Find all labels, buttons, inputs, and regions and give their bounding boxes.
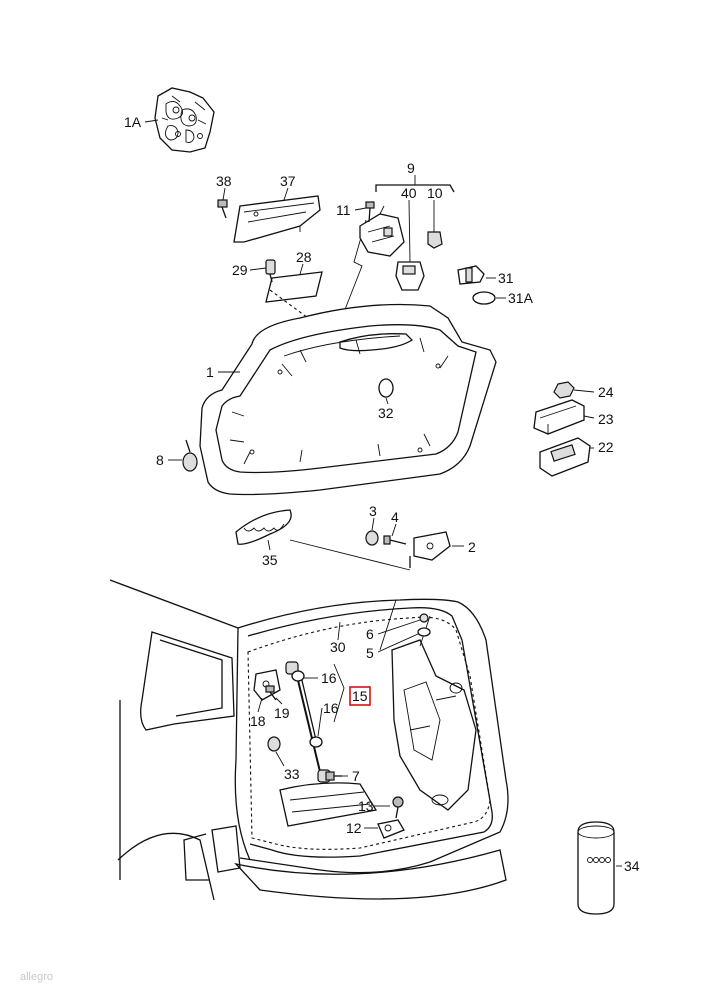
part-31-switch [457,265,485,285]
part-38-screw [217,199,228,219]
label-24: 24 [598,384,614,400]
label-12: 12 [346,820,362,836]
part-8-ball-stud [182,439,198,472]
label-1: 1 [206,364,214,380]
label-11: 11 [336,202,351,218]
label-8: 8 [156,452,164,468]
label-29: 29 [232,262,248,278]
part-10-fastener [427,231,443,249]
part-24-nut [553,381,575,399]
part-6-nut [419,613,429,623]
label-5: 5 [366,645,374,661]
part-1-tailgate [199,303,497,496]
label-31A: 31A [508,290,534,306]
part-32-plug [378,378,394,398]
label-4: 4 [391,509,399,525]
part-37-trim-cover [233,195,321,243]
label-18: 18 [250,713,266,729]
label-38: 38 [216,173,232,189]
connector-11-lid [343,219,367,313]
label-2: 2 [468,539,476,555]
part-19-screw [265,685,277,701]
label-3: 3 [369,503,377,519]
part-9-lock-group [359,184,455,257]
label-1A: 1A [124,114,142,130]
part-18-bracket [253,669,281,701]
part-28-label [265,271,323,303]
part-34-spray-can [577,821,615,915]
leader-lines [144,119,622,867]
part-16-clip-upper [291,670,305,682]
label-19: 19 [274,705,290,721]
label-6: 6 [366,626,374,642]
part-2-hinge [409,531,451,568]
label-16-lower: 16 [323,700,339,716]
part-23-switch [533,399,585,435]
label-31: 31 [498,270,514,286]
label-37: 37 [280,173,296,189]
part-4-bolt [383,535,407,545]
part-22-light [539,437,591,477]
label-23: 23 [598,411,614,427]
part-12-lock-striker [377,819,405,839]
part-29-clip [265,259,276,283]
label-30: 30 [330,639,346,655]
label-15: 15 [352,688,368,704]
label-40: 40 [401,185,417,201]
part-7-bolt [325,771,342,781]
label-10: 10 [427,185,443,201]
label-35: 35 [262,552,278,568]
connector-28-lid [269,289,309,319]
part-40-lock-motor [395,261,425,291]
label-13: 13 [358,798,374,814]
part-11-bolt [365,201,375,223]
part-16-clip-lower [309,736,323,748]
part-5-washer [417,627,431,637]
part-33-cap [267,736,281,752]
part-1a-bag [154,87,215,153]
part-31a-grommet [472,291,496,305]
label-22: 22 [598,439,614,455]
label-15-highlight [349,686,371,706]
part-labels: 1A 38 37 9 40 10 11 29 28 31 31A 1 32 24… [124,114,640,874]
connector-2-body [289,539,411,571]
label-16-upper: 16 [321,670,337,686]
label-32: 32 [378,405,394,421]
part-3-cap [365,530,379,546]
watermark: allegro [20,971,53,983]
label-33: 33 [284,766,300,782]
label-9: 9 [407,160,415,176]
part-13-bolt [392,796,404,819]
label-7: 7 [352,768,360,784]
label-34: 34 [624,858,640,874]
label-28: 28 [296,249,312,265]
vehicle-rear-body [109,579,509,901]
part-35-seal [235,509,292,545]
